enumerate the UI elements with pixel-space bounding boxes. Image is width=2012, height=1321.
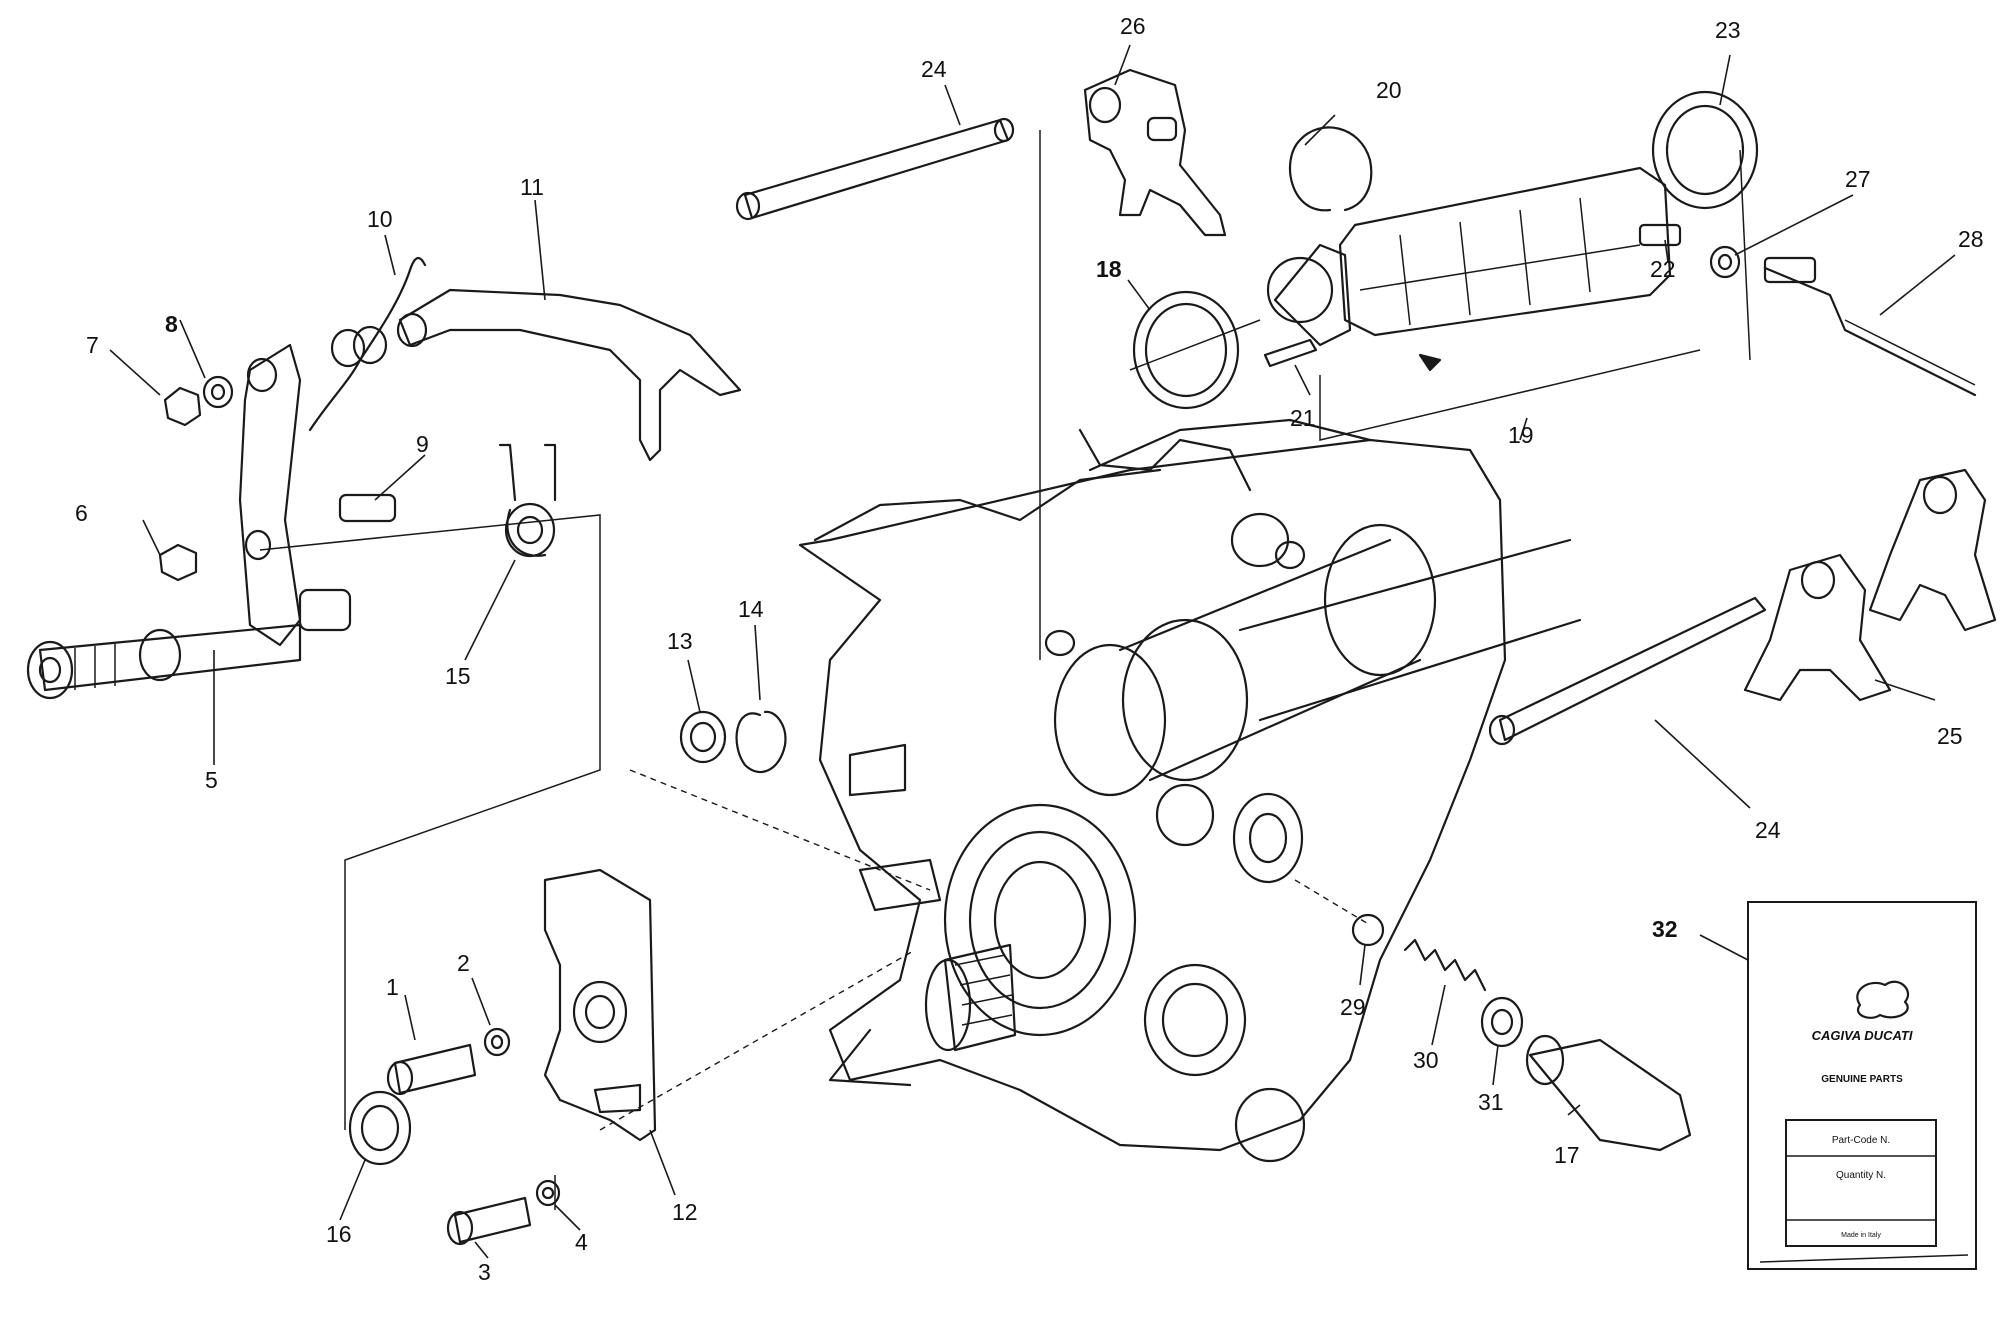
callout-15: 15 (445, 663, 471, 689)
callout-10: 10 (367, 206, 393, 232)
callout-23: 23 (1715, 17, 1741, 43)
callout-16: 16 (326, 1221, 352, 1247)
spring-10 (308, 257, 427, 432)
genuine-parts-card: CAGIVA DUCATI GENUINE PARTS Part-Code N.… (1747, 901, 1977, 1270)
washer-27 (1709, 245, 1741, 279)
callout-30: 30 (1413, 1047, 1439, 1073)
ducati-logo-icon (1856, 980, 1910, 1019)
pin-9 (338, 493, 397, 523)
callout-12: 12 (672, 1199, 698, 1225)
selector-fork-right-a (1743, 553, 1892, 702)
callout-9: 9 (416, 431, 429, 457)
callout-25: 25 (1937, 723, 1963, 749)
callout-14: 14 (738, 596, 764, 622)
alignment-lines (259, 130, 1751, 1210)
callout-3: 3 (478, 1259, 491, 1285)
callout-28: 28 (1958, 226, 1984, 252)
circlip-14 (735, 710, 787, 774)
card-brand: CAGIVA DUCATI (1812, 1028, 1913, 1043)
callout-2: 2 (457, 950, 470, 976)
callout-32: 32 (1652, 916, 1678, 942)
callout-13: 13 (667, 628, 693, 654)
callout-24-top: 24 (921, 56, 947, 82)
bracket-12 (543, 868, 657, 1142)
callout-18: 18 (1096, 256, 1122, 282)
washer-8 (202, 375, 234, 409)
spring-15 (498, 443, 557, 558)
washer-31 (1480, 996, 1524, 1048)
callout-21: 21 (1290, 405, 1316, 431)
bearing-23 (1651, 90, 1759, 210)
callout-numbers: 1 2 3 4 5 6 7 8 9 10 11 12 13 14 15 16 1… (75, 13, 1984, 1285)
callout-29: 29 (1340, 994, 1366, 1020)
callout-11: 11 (520, 174, 544, 200)
seal-16 (348, 1090, 412, 1166)
crankcase-housing (798, 418, 1582, 1163)
washer-4 (535, 1179, 561, 1207)
selector-fork-right-b (1868, 468, 1997, 632)
sender-28 (1763, 256, 1977, 397)
pin-22 (1638, 223, 1682, 247)
nut-7 (163, 386, 202, 427)
selector-fork-upper (1083, 68, 1227, 237)
callout-17: 17 (1554, 1142, 1580, 1168)
callout-1: 1 (386, 974, 399, 1000)
washer-13 (679, 710, 727, 764)
callout-4: 4 (575, 1229, 588, 1255)
spring-30 (1403, 938, 1487, 992)
callout-24-bottom: 24 (1755, 817, 1781, 843)
callout-5: 5 (205, 767, 218, 793)
card-part-code: Part-Code N. (1832, 1135, 1890, 1146)
dowel-21 (1263, 338, 1318, 368)
card-quantity: Quantity N. (1836, 1170, 1886, 1181)
washer-2 (483, 1027, 511, 1057)
callout-8: 8 (165, 311, 178, 337)
selector-claw-11 (396, 288, 742, 462)
card-made-in: Made in Italy (1841, 1232, 1881, 1239)
upper-fork-rod (735, 117, 1015, 221)
callout-22: 22 (1650, 256, 1676, 282)
callout-7: 7 (86, 332, 99, 358)
callout-6: 6 (75, 500, 88, 526)
card-subtitle: GENUINE PARTS (1821, 1074, 1903, 1085)
plug-17 (1525, 1034, 1692, 1152)
callout-27: 27 (1845, 166, 1871, 192)
bearing-18 (1132, 290, 1240, 410)
bolt-1 (386, 1043, 477, 1096)
shift-shaft (26, 588, 352, 700)
circlip-20 (1288, 126, 1373, 212)
callout-26: 26 (1120, 13, 1146, 39)
callout-19: 19 (1508, 422, 1534, 448)
leader-lines (109, 44, 1956, 1259)
nut-6 (158, 543, 198, 582)
bolt-3 (446, 1196, 532, 1246)
ball-29 (1351, 913, 1385, 947)
callout-31: 31 (1478, 1089, 1504, 1115)
callout-20: 20 (1376, 77, 1402, 103)
shift-lever-plate (238, 343, 302, 647)
selector-drum (1266, 166, 1672, 372)
lower-fork-rod (1488, 596, 1767, 746)
